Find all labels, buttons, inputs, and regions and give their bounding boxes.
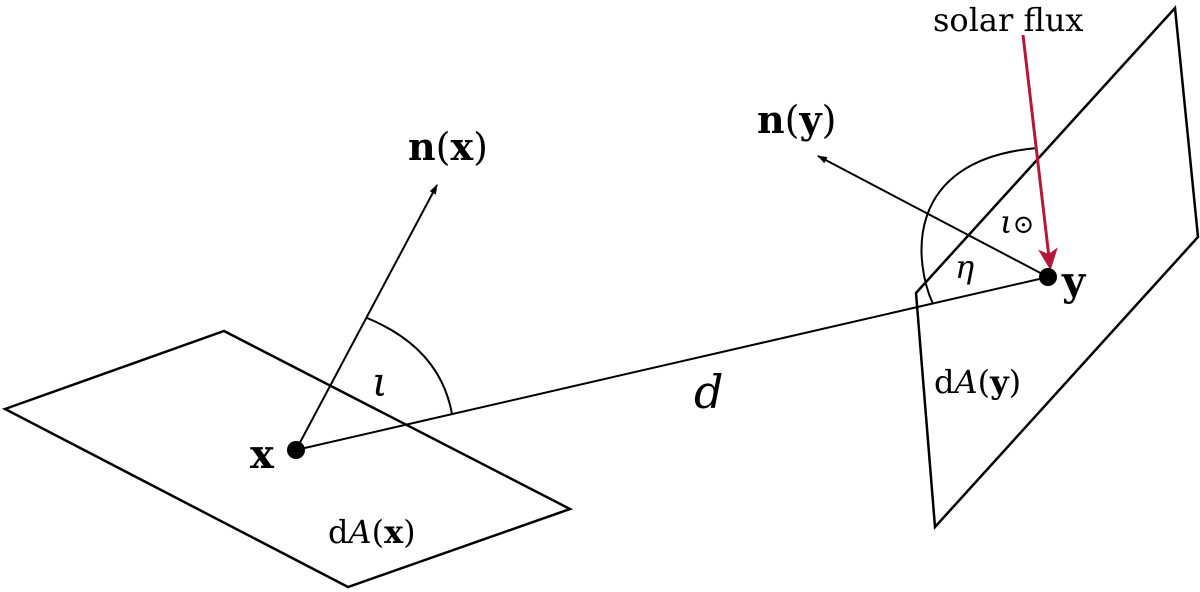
- angle-arc-y-outer: [920, 147, 1038, 305]
- label-solar-flux: solar flux: [933, 1, 1083, 39]
- label-normal-x: n(x): [408, 124, 488, 169]
- label-angle-sun: ι⊙: [1000, 203, 1034, 241]
- label-point-y: y: [1061, 258, 1087, 305]
- normal-arrow-x: [295, 184, 438, 451]
- angle-arc-x: [366, 317, 453, 415]
- label-area-x: dA(x): [328, 513, 416, 551]
- point-x-dot: [287, 441, 305, 459]
- label-angle-x: ι: [372, 360, 388, 406]
- surface-patch-x: [1, 329, 574, 589]
- point-y-dot: [1039, 268, 1057, 286]
- surface-patch-y: [914, 5, 1200, 530]
- label-distance: d: [694, 365, 723, 419]
- normal-arrow-y: [817, 155, 1049, 278]
- label-normal-y: n(y): [757, 97, 836, 142]
- label-area-y: dA(y): [934, 363, 1021, 401]
- distance-line: [295, 276, 1049, 451]
- label-point-x: x: [250, 431, 275, 478]
- label-angle-eta: η: [955, 248, 974, 286]
- solar-flux-arrow: [1021, 34, 1058, 271]
